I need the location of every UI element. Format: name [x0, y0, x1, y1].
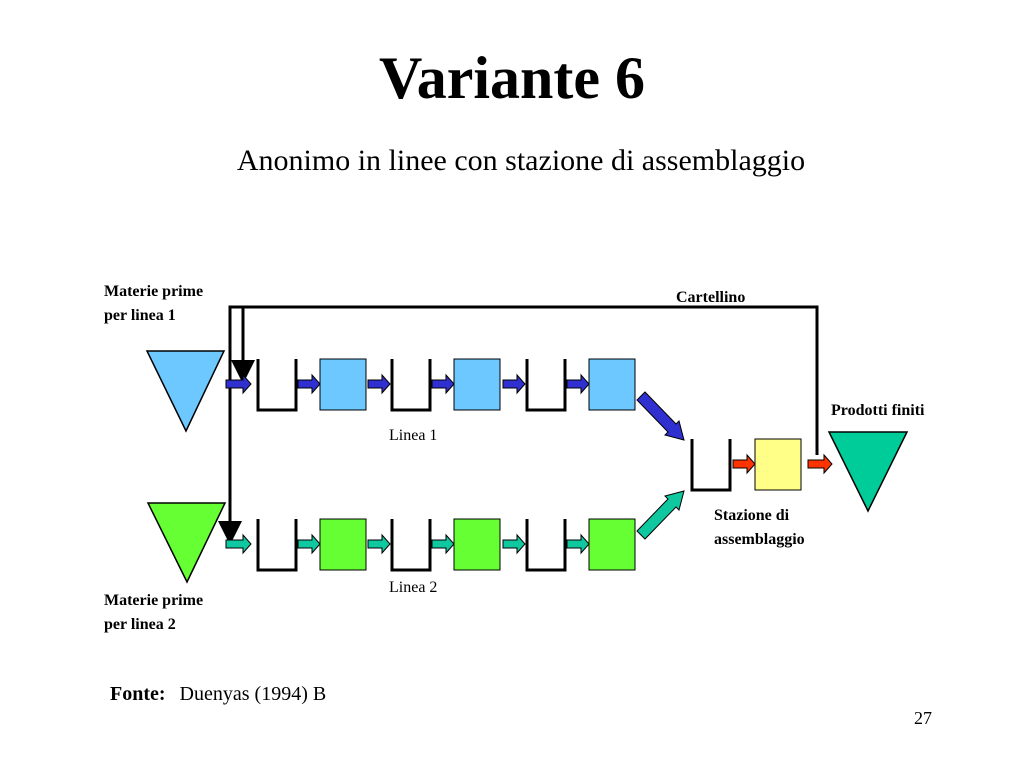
line2-buffer-2	[390, 519, 432, 572]
line1-buffer-3	[525, 359, 567, 412]
line1-arrow-in	[225, 373, 252, 395]
line-2-label: Linea 2	[389, 579, 438, 596]
line1-arrow-5	[566, 373, 590, 395]
source-citation: Fonte: Duenyas (1994) B	[110, 683, 326, 706]
line-2-row	[225, 518, 636, 572]
assembly-arrow-in	[732, 453, 756, 475]
line1-station-2	[453, 358, 501, 411]
line2-arrow-4	[502, 533, 526, 555]
assembly-buffer	[690, 439, 732, 492]
finished-products-label: Prodotti finiti	[831, 402, 925, 419]
line2-arrow-2	[367, 533, 391, 555]
line2-buffer-1	[256, 519, 298, 572]
assembly-station-label: Stazione di assemblaggio	[714, 507, 805, 548]
line1-buffer-2	[390, 359, 432, 412]
raw-material-2-triangle	[146, 502, 227, 584]
page-number: 27	[914, 708, 932, 728]
line1-buffer-1	[256, 359, 298, 412]
line2-buffer-3	[525, 519, 567, 572]
slide-subtitle: Anonimo in linee con stazione di assembl…	[236, 144, 806, 177]
line2-arrow-in	[225, 533, 252, 555]
line2-station-1	[319, 518, 367, 571]
line2-arrow-3	[431, 533, 455, 555]
line-1-label: Linea 1	[389, 427, 438, 444]
line1-arrow-2	[367, 373, 391, 395]
line1-arrow-4	[502, 373, 526, 395]
finished-products-triangle	[827, 431, 909, 513]
line2-arrow-1	[297, 533, 321, 555]
finished-arrow	[807, 453, 833, 475]
raw-material-1-label: Materie prime per linea 1	[104, 283, 204, 324]
raw-material-2-label: Materie prime per linea 2	[104, 592, 204, 633]
line1-station-1	[319, 358, 367, 411]
source-value: Duenyas (1994) B	[179, 683, 327, 705]
raw-material-1-triangle	[145, 350, 226, 433]
card-label: Cartellino	[676, 289, 746, 306]
line1-arrow-3	[431, 373, 455, 395]
slide-title: Variante 6	[378, 45, 646, 111]
line1-arrow-1	[297, 373, 321, 395]
line2-to-assembly-arrow	[636, 490, 685, 540]
line2-station-2	[453, 518, 501, 571]
card-loop-line	[218, 305, 819, 545]
line-1-row	[225, 358, 636, 412]
line2-station-3	[588, 518, 636, 571]
source-label: Fonte:	[110, 683, 166, 705]
assembly-station	[754, 438, 802, 491]
line1-to-assembly-arrow	[636, 391, 685, 441]
line2-arrow-5	[566, 533, 590, 555]
line1-station-3	[588, 358, 636, 411]
